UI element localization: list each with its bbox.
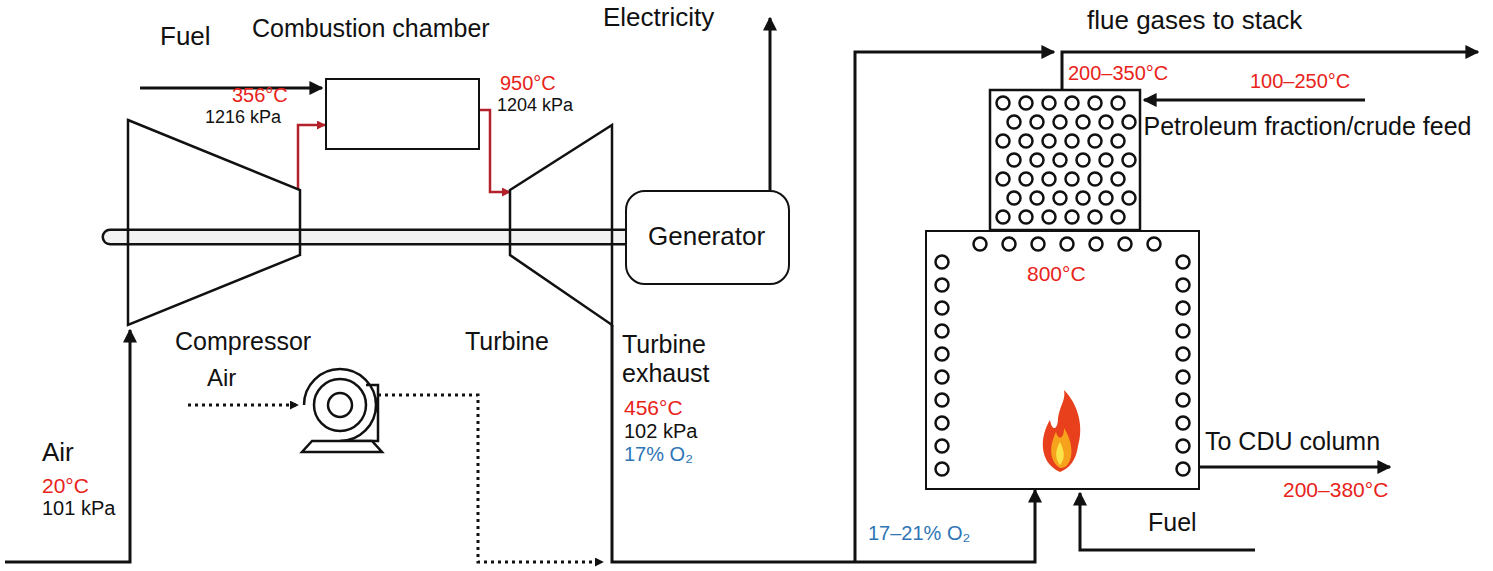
exhaust-duct <box>612 325 1035 562</box>
hot-gas-pipe <box>298 125 325 190</box>
shaft <box>110 229 625 246</box>
generator: Generator <box>625 190 790 285</box>
temperature-label: 200–350°C <box>1068 62 1168 85</box>
temperature-label: 200–380°C <box>1283 478 1388 502</box>
combustion-chamber-label: Combustion chamber <box>252 14 490 43</box>
temperature-label: 950°C <box>500 72 556 95</box>
generator-label: Generator <box>648 222 765 252</box>
stream-label: Petroleum fraction/crude feed <box>1135 112 1480 141</box>
compressor-outline <box>128 120 300 325</box>
pressure-label: 1216 kPa <box>205 107 281 128</box>
shaft-core <box>110 231 625 243</box>
fuel-line <box>140 87 322 90</box>
pressure-label: 102 kPa <box>624 420 697 443</box>
oxygen-label: 17–21% O₂ <box>868 522 970 545</box>
radiant-section: 800°C <box>925 230 1200 490</box>
turbine-label: Turbine <box>465 327 549 356</box>
temperature-label: 100–250°C <box>1250 70 1350 93</box>
air-dotted-line <box>188 404 298 407</box>
pressure-label: 1204 kPa <box>497 95 573 116</box>
burner-flame <box>1043 390 1081 472</box>
input-label: Air <box>42 438 74 468</box>
air-line <box>5 330 130 562</box>
input-label: Fuel <box>1148 508 1197 537</box>
temperature-label: 20°C <box>42 474 89 498</box>
furnace-fuel-line <box>1080 493 1255 550</box>
radiant-section-label: 800°C <box>1027 262 1086 286</box>
cdu-line <box>1200 466 1390 469</box>
compressor-label: Compressor <box>175 327 311 356</box>
input-label: Air <box>207 364 236 392</box>
stream-label: Turbine exhaust <box>622 330 747 388</box>
output-label: To CDU column <box>1205 427 1380 456</box>
turbine: Turbine <box>510 120 612 325</box>
stream-label: flue gases to stack <box>1087 6 1302 36</box>
hot-gas-pipe <box>480 110 510 192</box>
radiant-tubes <box>936 238 1190 476</box>
temperature-label: 356°C <box>232 84 288 107</box>
oxygen-label: 17% O₂ <box>624 443 693 466</box>
pressure-label: 101 kPa <box>42 497 115 520</box>
compressor: Compressor <box>128 120 300 325</box>
turbine-outline <box>510 120 612 325</box>
input-label: Fuel <box>160 22 211 52</box>
output-label: Electricity <box>603 3 714 33</box>
feed-line <box>1144 99 1365 102</box>
convection-section <box>990 90 1140 230</box>
convection-tubes <box>997 97 1136 224</box>
air-dotted-line <box>378 395 603 562</box>
air-blower <box>302 369 382 452</box>
electricity-line <box>769 18 772 190</box>
temperature-label: 456°C <box>624 396 683 420</box>
combustion-chamber: Combustion chamber <box>325 78 480 150</box>
